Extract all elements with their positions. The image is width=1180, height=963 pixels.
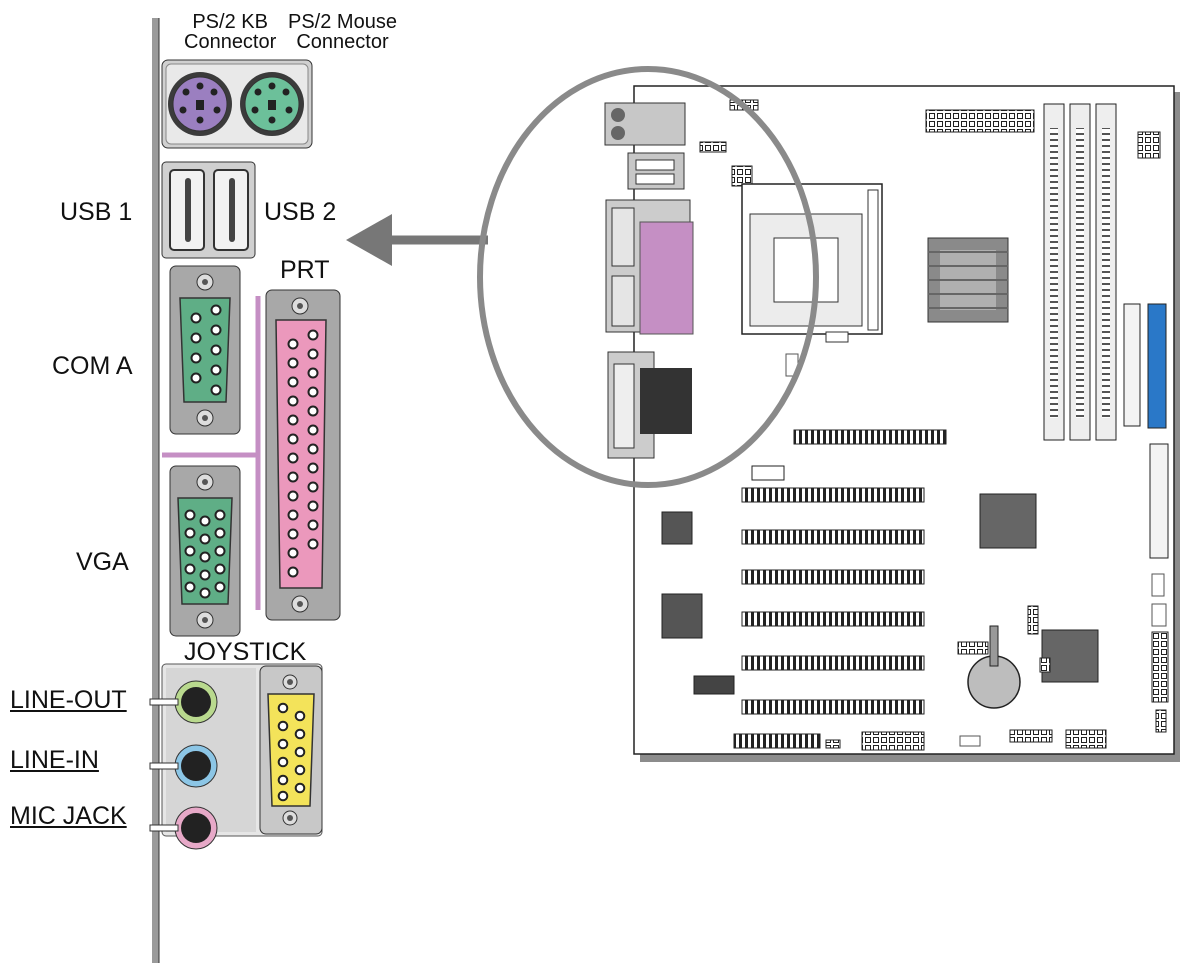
- joystick-label: JOYSTICK: [184, 638, 307, 666]
- magnifier-circle: [477, 66, 819, 488]
- usb-2-port: [213, 169, 249, 251]
- prt-label: PRT: [280, 256, 330, 284]
- com-a-port: [169, 265, 241, 435]
- usb-2-label: USB 2: [264, 198, 337, 226]
- parallel-port: [162, 289, 341, 621]
- ps2-mouse-label-line2: Connector: [296, 31, 389, 53]
- chipset-heatsink: [927, 237, 1009, 323]
- mic-jack: [149, 806, 218, 850]
- pointer-arrow: [346, 214, 488, 266]
- line-in-label: LINE-IN: [10, 746, 99, 774]
- com-a-label: COM A: [52, 352, 133, 380]
- pci-slots: [741, 487, 925, 715]
- vga-port: [169, 465, 241, 637]
- usb-1-label: USB 1: [60, 198, 133, 226]
- io-bracket: [152, 18, 160, 963]
- board-rear-io: [604, 102, 694, 459]
- line-in-jack: [149, 744, 218, 788]
- joystick-port: [259, 665, 323, 835]
- ps2-mouse-label-line1: PS/2 Mouse: [288, 11, 397, 33]
- dimm-slots: [1043, 103, 1117, 441]
- ps2-keyboard-port: [168, 72, 232, 136]
- audio-game-block: [149, 663, 323, 850]
- usb-1-port: [169, 169, 205, 251]
- cmos-battery: [957, 625, 1021, 709]
- ps2-kb-label-line1: PS/2 KB: [192, 11, 268, 33]
- ps2-kb-label-line2: Connector: [184, 31, 277, 53]
- motherboard: [604, 85, 1180, 762]
- line-out-jack: [149, 680, 218, 724]
- usb-connector-block: [161, 161, 256, 259]
- ps2-connector-block: [161, 59, 313, 149]
- mic-jack-label: MIC JACK: [10, 802, 127, 830]
- vga-label: VGA: [76, 548, 129, 576]
- ps2-mouse-label: PS/2 Mouse Connector: [288, 12, 397, 52]
- ps2-mouse-port: [240, 72, 304, 136]
- line-out-label: LINE-OUT: [10, 686, 127, 714]
- ps2-kb-label: PS/2 KB Connector: [184, 12, 276, 52]
